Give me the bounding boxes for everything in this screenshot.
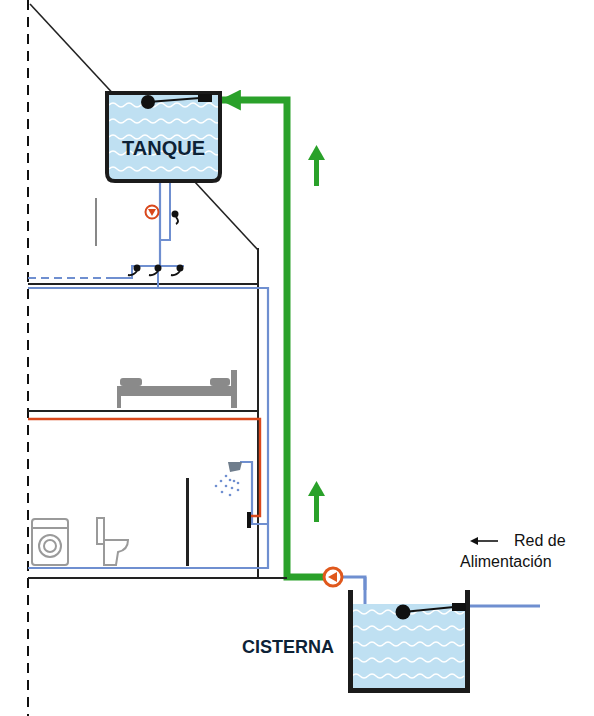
illustration-part [104,540,128,565]
illustration-part [117,396,121,408]
illustration-part [176,217,178,224]
illustration-part [186,478,189,566]
float-valve [198,94,212,102]
illustration-part [247,512,251,528]
supply-pipe [222,100,365,590]
wave-line [109,167,221,171]
illustration-part [28,419,260,516]
illustration-part [215,475,240,497]
float-arm [403,607,454,612]
tank-wall [107,93,220,181]
illustration-part [28,410,258,412]
cistern-wall [351,590,468,691]
pipe-segment [222,100,333,577]
illustration-part [324,568,342,586]
illustration-part [32,527,68,529]
illustration-part [128,271,137,275]
water [107,93,220,181]
water [350,604,468,691]
illustration-part [470,537,478,545]
illustration-part [32,519,68,565]
illustration-part [221,491,224,494]
float-valve [452,603,466,611]
illustration-part [474,540,498,542]
wave-line [352,658,464,662]
illustration-part [228,462,242,472]
illustration-part [240,462,268,524]
cistern-label: CISTERNA [242,637,334,658]
illustration-part [155,265,162,272]
illustration-part [95,198,96,246]
illustration-part [231,370,237,408]
illustration-part [30,4,258,250]
illustration-part [112,266,184,278]
illustration-part [177,265,184,272]
wave-line [109,103,221,107]
float-ball [396,605,411,620]
illustration-part [159,183,161,266]
illustration-part [215,485,218,488]
illustration-part [160,183,170,240]
illustration-part [257,248,259,578]
wave-line [352,642,464,646]
illustration-part [120,378,142,386]
illustration-part [229,494,232,497]
washer-and-toilet [32,518,128,565]
float-ball [141,95,155,109]
illustration-part [27,0,29,716]
illustration-part [220,480,223,483]
illustration-part [146,206,159,219]
illustration-part [28,277,112,279]
supply-arrow [470,537,498,545]
illustration-part [237,482,240,485]
illustration-part [308,481,325,496]
building-lines [28,0,287,716]
illustration-part [134,265,141,272]
illustration-part [39,535,61,557]
illustration-part [308,145,325,160]
illustration-part [97,518,104,544]
tank-box: TANQUE [105,91,222,183]
illustration-part [229,479,232,482]
illustration-part [28,283,258,285]
illustration-part [237,489,240,492]
illustration-part [314,494,319,522]
illustration-part [157,266,159,288]
bed-icon [117,370,237,408]
float-arm [148,98,200,102]
flow-arrows [308,145,325,522]
illustration-part [28,577,287,579]
pump [324,568,342,586]
illustration-part [44,540,56,552]
vessel-shape [348,590,470,693]
illustration-part [225,475,228,478]
illustration-part [148,209,156,216]
illustration-part [458,605,540,608]
illustration-part [231,487,234,490]
supply-label: Red de Alimentación [460,530,584,572]
illustration-part [149,271,158,275]
shower [186,462,242,566]
wave-line [109,119,221,123]
illustration-part [28,288,268,568]
water-pipes [28,183,540,674]
wave-line [352,674,464,678]
illustration-part [225,485,228,488]
illustration-part [328,572,337,582]
wave-line [352,626,464,630]
illustration-part [233,480,236,483]
illustration-part [314,158,319,186]
illustration-part [117,386,235,396]
illustration-part [171,271,180,275]
tank-label: TANQUE [122,137,205,160]
cistern-box: CISTERNA [348,590,470,693]
illustration-part [210,378,230,386]
valves [128,206,251,529]
illustration-part [172,211,179,218]
pipe-segment [333,577,365,590]
